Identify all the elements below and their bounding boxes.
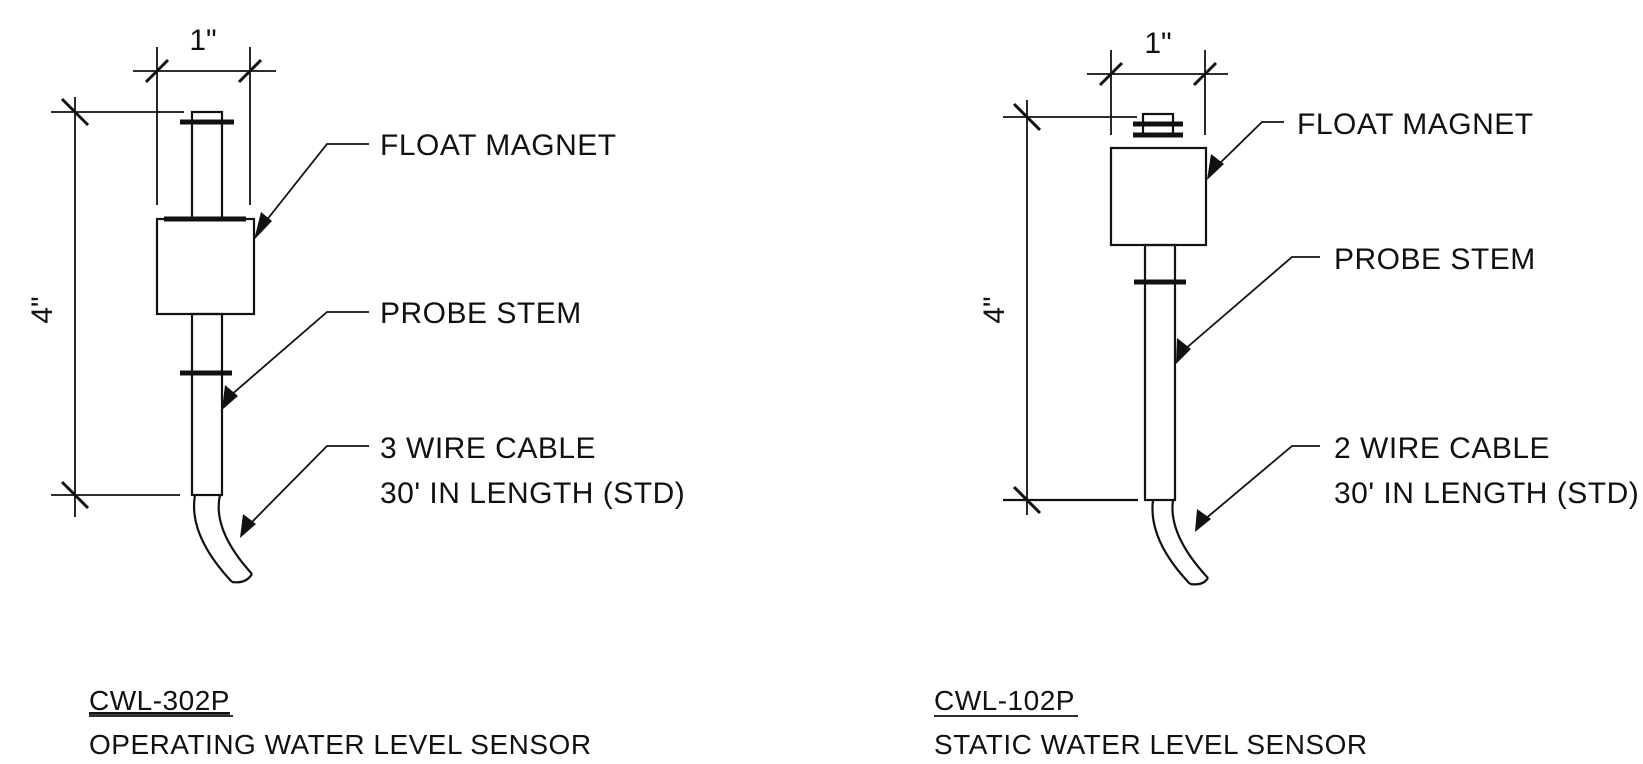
float-magnet-body: [155, 217, 256, 316]
sensor-cwl-302p: 1" 4": [26, 24, 685, 760]
model-number: CWL-302P: [89, 685, 230, 716]
cable-right-edge: [1171, 499, 1209, 579]
cable-right-edge: [217, 494, 253, 575]
width-dim-label: 1": [1144, 27, 1171, 60]
model-description: STATIC WATER LEVEL SENSOR: [934, 729, 1368, 760]
float-magnet-label: FLOAT MAGNET: [380, 129, 617, 162]
probe-stem: [190, 312, 224, 497]
probe-stem-label: PROBE STEM: [380, 297, 582, 330]
cable-left-edge: [1151, 499, 1191, 585]
cable-label-line1: 2 WIRE CABLE: [1334, 432, 1550, 465]
width-dimension-102p: 1": [1087, 27, 1228, 135]
cable-label-line1: 3 WIRE CABLE: [380, 432, 596, 465]
height-dim-label: 4": [26, 296, 59, 323]
cable-left-edge: [193, 494, 233, 583]
model-description: OPERATING WATER LEVEL SENSOR: [89, 729, 592, 760]
probe-top-stem: [190, 110, 224, 221]
cable-end: [1189, 577, 1209, 586]
float-magnet-label: FLOAT MAGNET: [1297, 108, 1534, 141]
height-dimension-102p: 4": [978, 100, 1138, 515]
sensor-cwl-102p: 1" 4": [934, 27, 1639, 760]
cable-end: [231, 573, 253, 584]
width-dim-label: 1": [189, 24, 216, 57]
leaders-102p: [1176, 121, 1320, 532]
model-number: CWL-102P: [934, 685, 1075, 716]
float-magnet-body: [1109, 146, 1208, 247]
sensor-body-102p: [1109, 112, 1209, 586]
leaders-302p: [222, 143, 369, 538]
sensor-body-302p: [155, 110, 256, 584]
height-dimension-302p: 4": [26, 97, 184, 517]
width-dimension-302p: 1": [133, 24, 276, 205]
height-dim-label: 4": [978, 296, 1011, 323]
probe-stem: [1143, 243, 1177, 502]
probe-stem-label: PROBE STEM: [1334, 243, 1536, 276]
cable-label-line2: 30' IN LENGTH (STD): [1334, 477, 1639, 510]
cable-label-line2: 30' IN LENGTH (STD): [380, 477, 685, 510]
